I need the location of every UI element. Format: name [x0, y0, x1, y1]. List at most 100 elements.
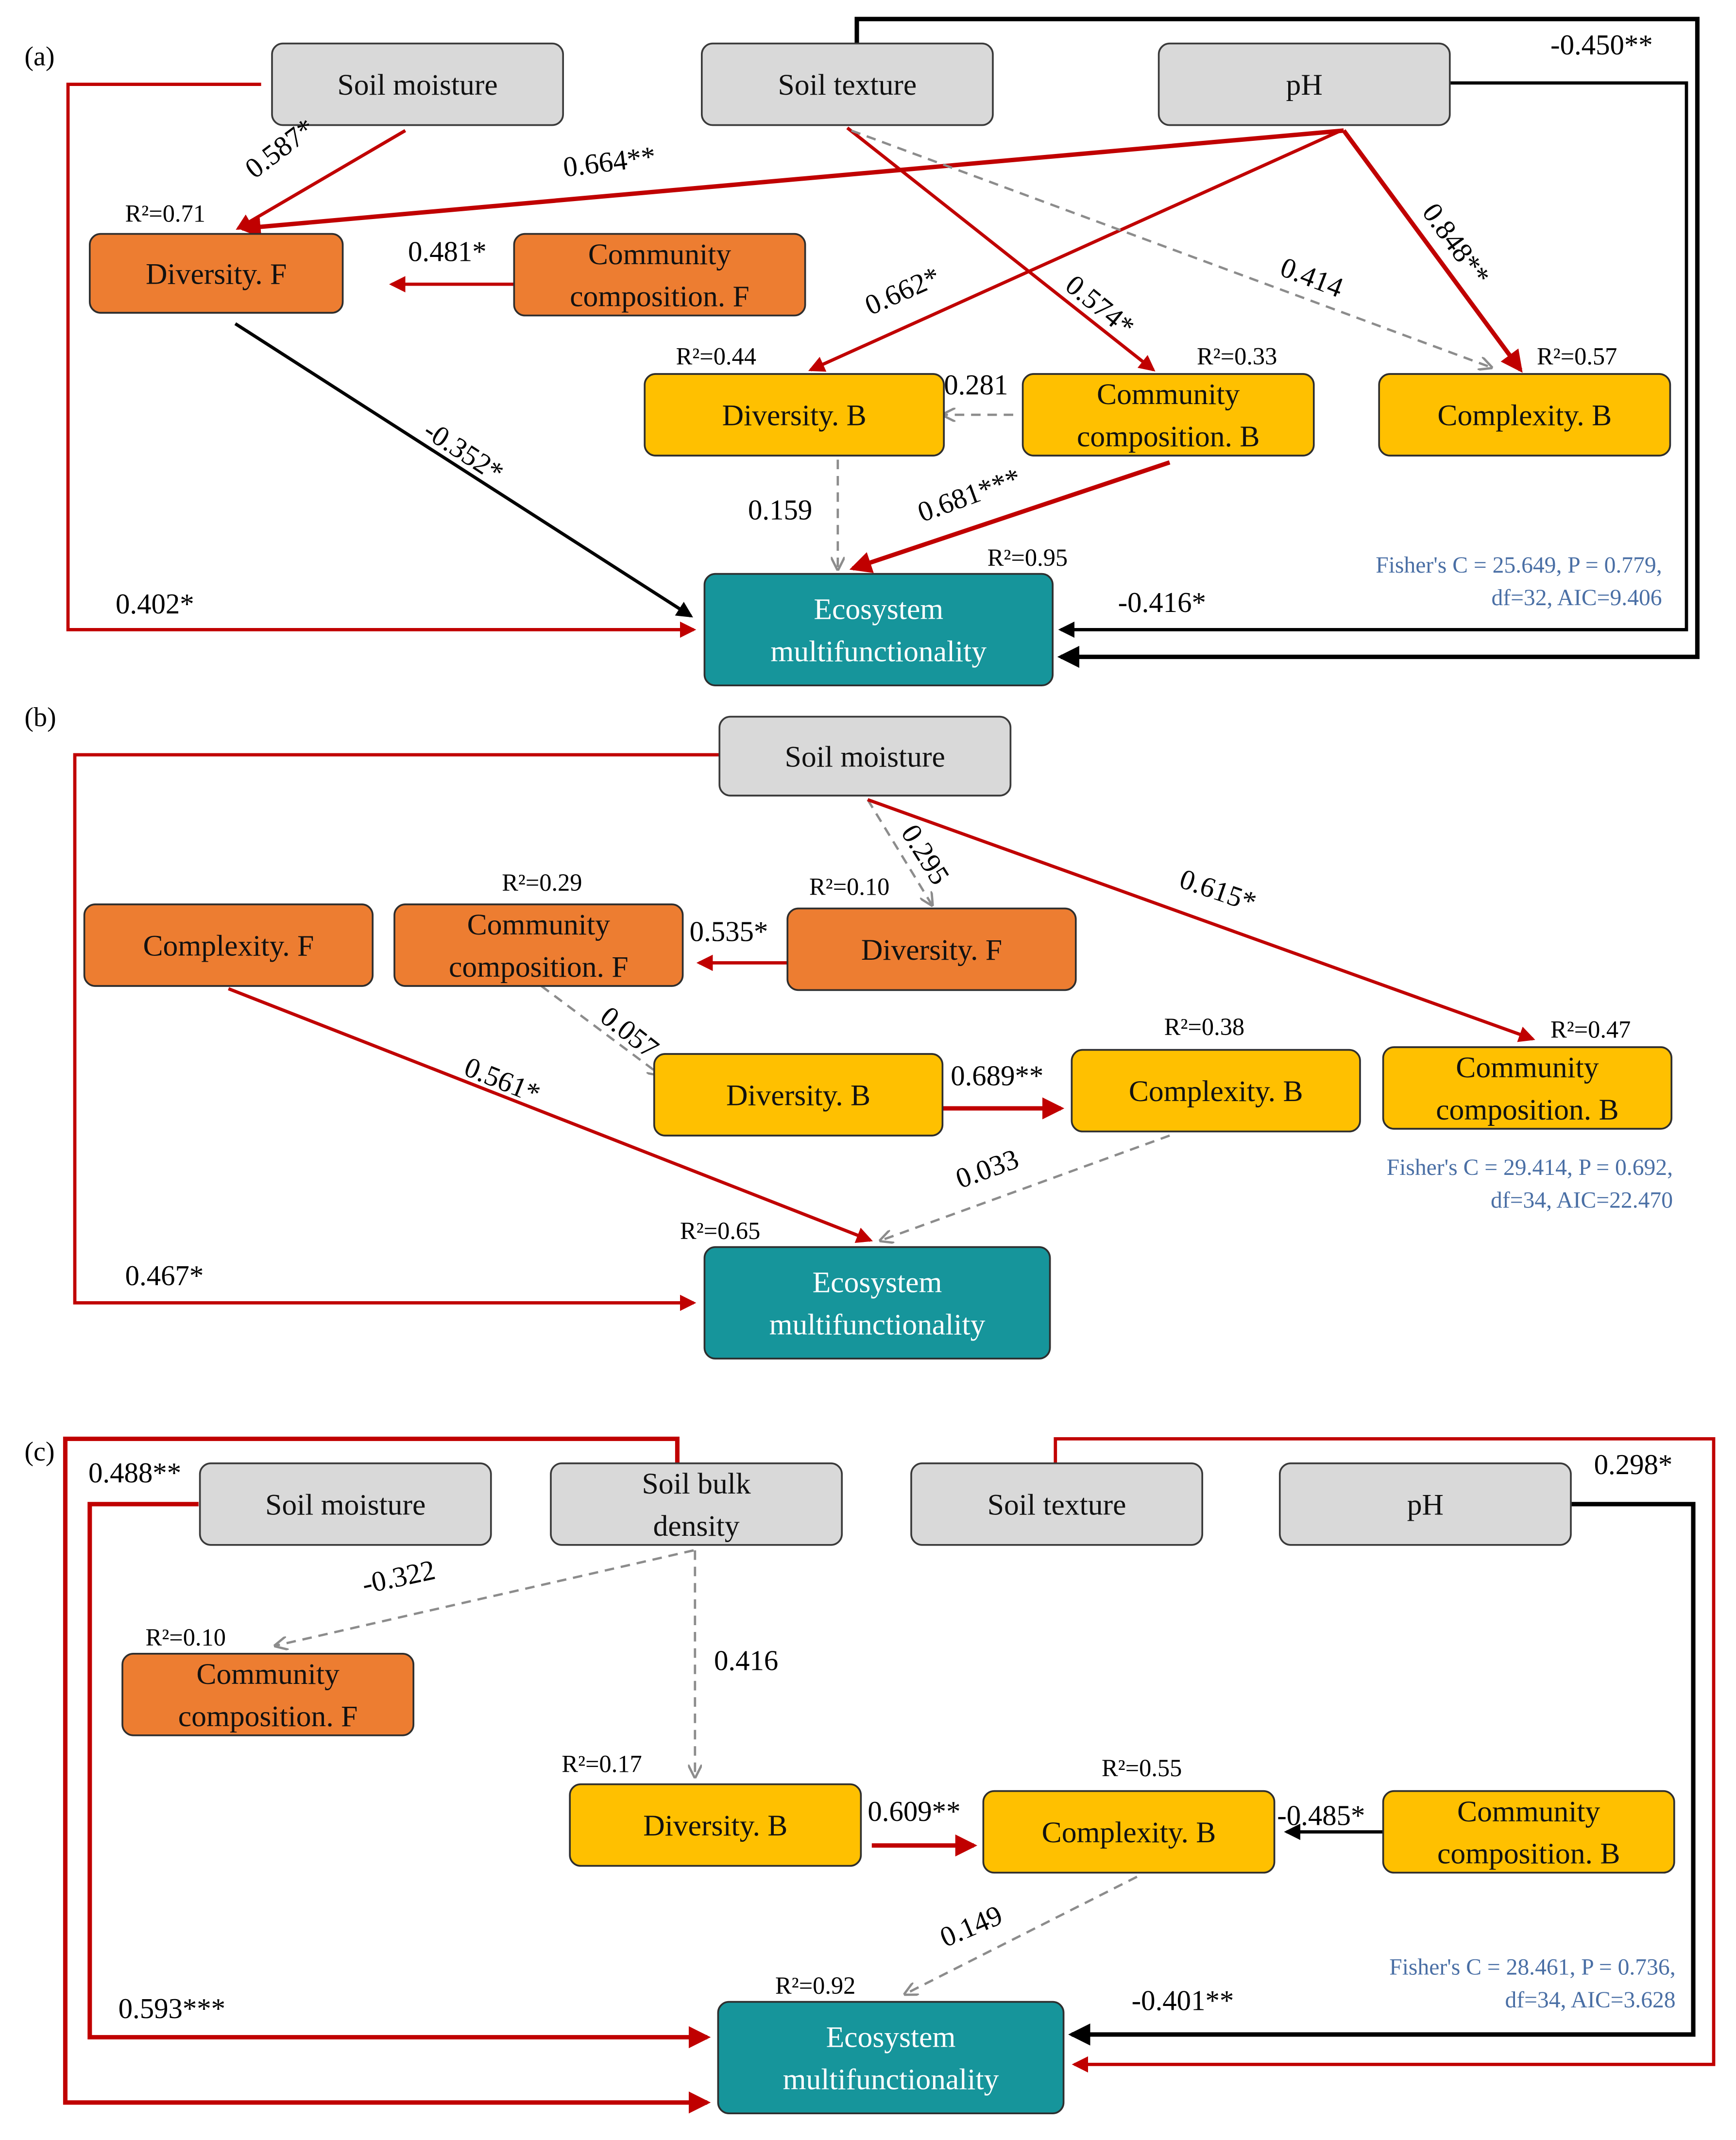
r2-label: R²=0.38	[1164, 1013, 1244, 1040]
node-divb: Diversity. B	[653, 1053, 944, 1137]
node-label: Complexity. B	[1042, 1816, 1216, 1849]
node-label: composition. F	[570, 280, 749, 313]
path-cxb-to-emf	[881, 1134, 1170, 1240]
path-ph-to-emf	[1068, 1502, 1696, 2046]
node-label: Ecosystem	[814, 593, 943, 626]
coef-cxb-to-emf: 0.033	[952, 1143, 1023, 1194]
node-label: multifunctionality	[769, 1308, 986, 1341]
node-box	[1382, 1790, 1675, 1874]
path-st-to-cxb	[851, 129, 1491, 367]
node-ccf: Community composition. F R²=0.10	[121, 1624, 415, 1736]
coef-cxf-to-emf: 0.561*	[460, 1051, 545, 1110]
node-divf: Diversity. FR²=0.10	[786, 873, 1077, 991]
node-box	[83, 903, 374, 987]
node-label: composition. B	[1436, 1093, 1618, 1126]
path-cxb-to-emf	[906, 1875, 1138, 1994]
coef-ph-to-divb: 0.662*	[860, 260, 945, 321]
r2-label: R²=0.44	[676, 342, 756, 370]
node-box	[88, 233, 344, 314]
path-divf-to-emf	[234, 322, 693, 618]
node-label: Diversity. F	[146, 257, 287, 290]
fit-statistics: Fisher's C = 25.649, P = 0.779,	[1376, 553, 1662, 578]
node-cxb: Complexity. BR²=0.55	[982, 1754, 1276, 1874]
node-label: Community	[467, 908, 611, 941]
path-ph-to-cxb	[1342, 129, 1523, 373]
r2-label: R²=0.10	[809, 873, 889, 900]
path-sm-to-divf	[867, 799, 932, 904]
node-label: Ecosystem	[813, 1266, 942, 1299]
node-box	[717, 2001, 1065, 2115]
coef-ccb-to-divb: 0.281	[944, 369, 1008, 401]
r2-label: R²=0.29	[502, 869, 582, 896]
node-ccf: Community composition. F R²=0.29	[393, 869, 684, 987]
node-label: multifunctionality	[783, 2063, 999, 2096]
path-sm-to-emf	[73, 753, 734, 1311]
node-label: Soil texture	[778, 68, 917, 102]
node-label: Complexity. B	[1437, 399, 1612, 432]
node-label: Diversity. B	[726, 1079, 870, 1112]
node-label: composition. F	[178, 1700, 358, 1733]
node-ph: pH	[1157, 42, 1451, 126]
node-label: Complexity. B	[1129, 1075, 1303, 1108]
node-divb: Diversity. BR²=0.17	[562, 1750, 862, 1867]
node-box	[569, 1783, 862, 1867]
node-cxb: Complexity. BR²=0.57	[1378, 342, 1671, 457]
path-ph-to-divb	[808, 129, 1342, 372]
node-divb: Diversity. B R²=0.44	[644, 342, 945, 457]
coef-divb-to-cxb: 0.609**	[868, 1796, 960, 1827]
node-ph: pH	[1278, 1462, 1572, 1546]
node-divf: Diversity. FR²=0.71	[88, 200, 344, 314]
r2-label: R²=0.95	[987, 544, 1068, 571]
node-box	[700, 42, 994, 126]
node-label: Ecosystem	[826, 2021, 956, 2054]
node-label: Community	[196, 1658, 340, 1691]
node-label: composition. F	[449, 951, 629, 984]
path-ph-to-emf	[1058, 81, 1688, 638]
node-label: composition. B	[1437, 1837, 1620, 1870]
node-label: Diversity. B	[722, 399, 867, 432]
node-st: Soil texture	[700, 42, 994, 126]
node-box	[550, 1462, 843, 1546]
node-box	[393, 903, 684, 987]
r2-label: R²=0.17	[562, 1750, 642, 1777]
node-box	[1378, 373, 1671, 457]
coef-sbd-to-divb: 0.416	[714, 1645, 778, 1676]
coef-ph-to-divf: 0.664**	[562, 140, 658, 183]
node-box	[199, 1462, 492, 1546]
r2-label: R²=0.33	[1197, 342, 1277, 370]
node-label: Soil bulk	[642, 1467, 751, 1500]
node-st: Soil texture	[910, 1462, 1204, 1546]
path-sm-to-emf	[66, 83, 697, 638]
path-cxf-to-emf	[228, 987, 873, 1243]
node-label: pH	[1286, 68, 1323, 102]
path-ccf-to-emf	[540, 985, 660, 1074]
node-box	[910, 1462, 1204, 1546]
node-label: density	[653, 1510, 740, 1543]
fit-statistics: df=34, AIC=22.470	[1491, 1188, 1673, 1213]
node-box	[982, 1790, 1276, 1874]
coef-divb-to-emf: 0.159	[748, 494, 812, 526]
node-sm: Soil moisture	[718, 715, 1012, 797]
fit-statistics: Fisher's C = 28.461, P = 0.736,	[1389, 1955, 1675, 1980]
coef-sm-to-emf: 0.402*	[116, 588, 194, 620]
r2-label: R²=0.10	[146, 1624, 226, 1651]
coef-ph-to-emf: -0.401**	[1132, 1985, 1234, 2016]
node-box	[121, 1652, 415, 1736]
coef-sbd-to-emf: 0.488**	[88, 1457, 181, 1489]
coef-ccf-to-emf: 0.057	[595, 1000, 664, 1065]
node-label: Soil moisture	[785, 740, 945, 773]
panel-label: (c)	[24, 1437, 54, 1467]
path-ph-to-divf	[238, 128, 1344, 238]
node-box	[1382, 1046, 1673, 1130]
node-box	[703, 1246, 1051, 1360]
coef-sm-to-emf: 0.467*	[125, 1260, 204, 1291]
node-box	[703, 573, 1054, 687]
